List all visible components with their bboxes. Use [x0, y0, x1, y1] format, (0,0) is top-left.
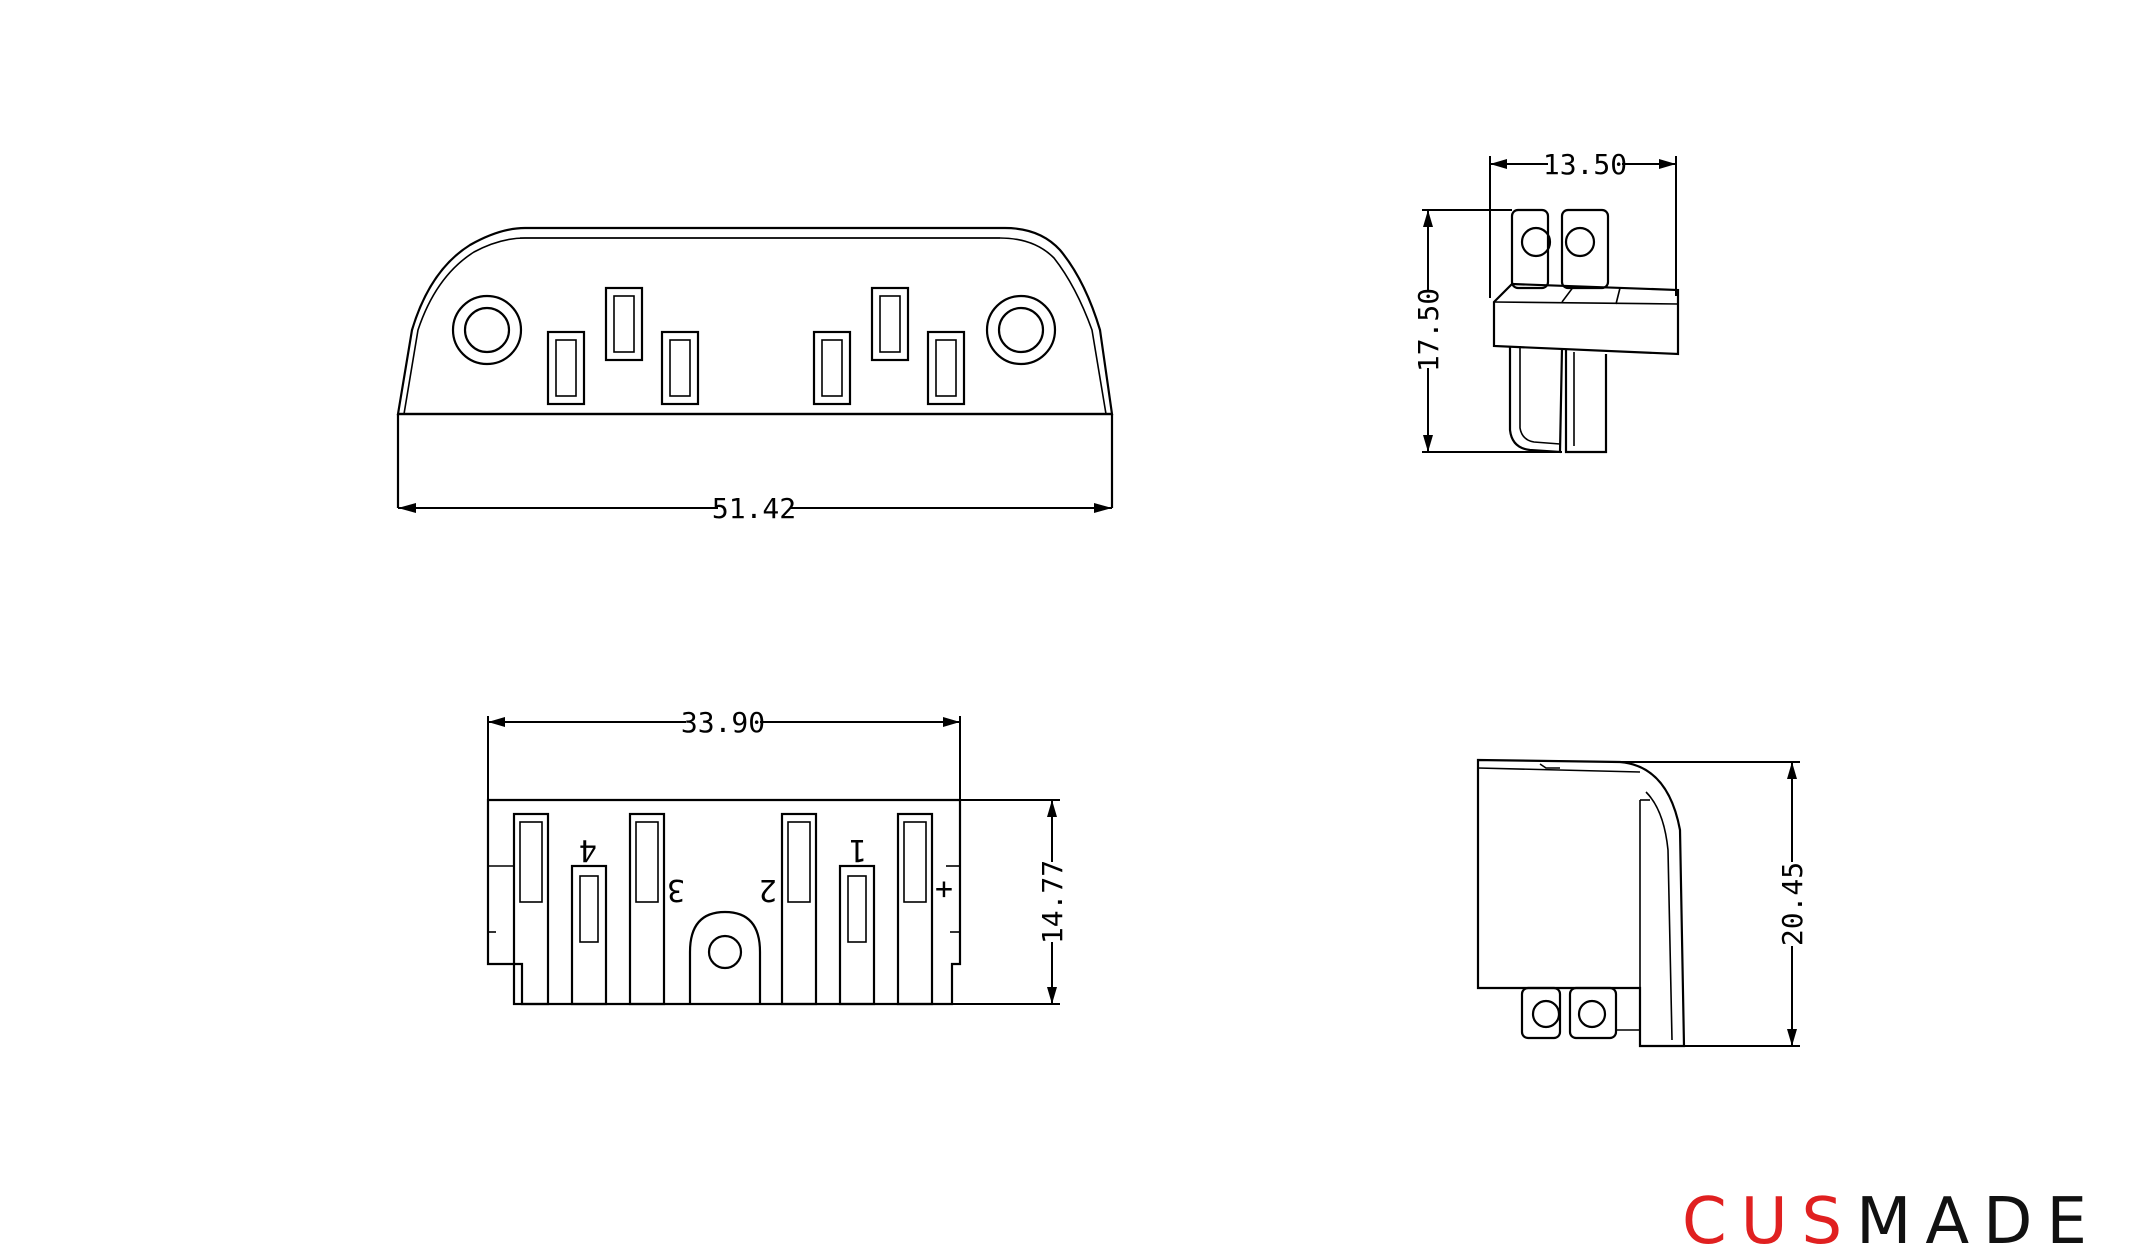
dim-side-width: 13.50: [1489, 148, 1677, 298]
terminal-slots-left: [546, 286, 700, 406]
dim-side-width-text: 13.50: [1543, 148, 1627, 181]
side-view-leg-left: [1508, 346, 1564, 454]
dim-bottom-height: 14.77: [952, 799, 1069, 1005]
side-view-body: [1492, 282, 1680, 356]
pin-label-4: 4: [579, 832, 597, 867]
side-view: 13.50 17.50: [1412, 148, 1680, 454]
dim-rear-height-text: 20.45: [1776, 862, 1809, 946]
rear-view: 20.45: [1476, 758, 1809, 1048]
dim-rear-height: 20.45: [1620, 761, 1809, 1047]
rear-tab-left: [1520, 986, 1562, 1040]
bottom-slots: [512, 812, 934, 1006]
dim-side-height-text: 17.50: [1412, 288, 1445, 372]
terminal-slots-right: [812, 286, 966, 406]
bottom-view: 4 3 2 1 + 33.90 14.77: [486, 706, 1069, 1006]
pin-label-3: 3: [667, 872, 685, 907]
pin-label-1: 1: [849, 832, 867, 867]
dim-bottom-height-text: 14.77: [1036, 860, 1069, 944]
pin-label-plus: +: [935, 872, 953, 907]
rear-view-body: [1476, 758, 1686, 1048]
dim-bottom-width: 33.90: [487, 706, 961, 800]
dim-side-height: 17.50: [1412, 209, 1562, 453]
front-view-outline: [396, 226, 1114, 416]
side-view-leg-right: [1564, 350, 1608, 454]
tab-left: [1510, 208, 1550, 290]
bottom-view-outline: [486, 798, 962, 1006]
front-view: 51.42: [396, 226, 1114, 525]
mounting-hole-left: [451, 294, 523, 366]
dim-bottom-width-text: 33.90: [681, 706, 765, 739]
bottom-center-mount: [688, 910, 762, 1004]
mounting-hole-right: [985, 294, 1057, 366]
company-logo: CUSMADE: [1682, 1190, 2101, 1254]
dim-front-width-text: 51.42: [712, 492, 796, 525]
tab-right: [1560, 208, 1610, 290]
dim-front-width: 51.42: [398, 492, 1112, 525]
pin-label-2: 2: [759, 872, 777, 907]
rear-tab-right: [1568, 986, 1618, 1040]
logo-part-made: MADE: [1856, 1185, 2101, 1259]
logo-part-cus: CUS: [1682, 1185, 1857, 1259]
